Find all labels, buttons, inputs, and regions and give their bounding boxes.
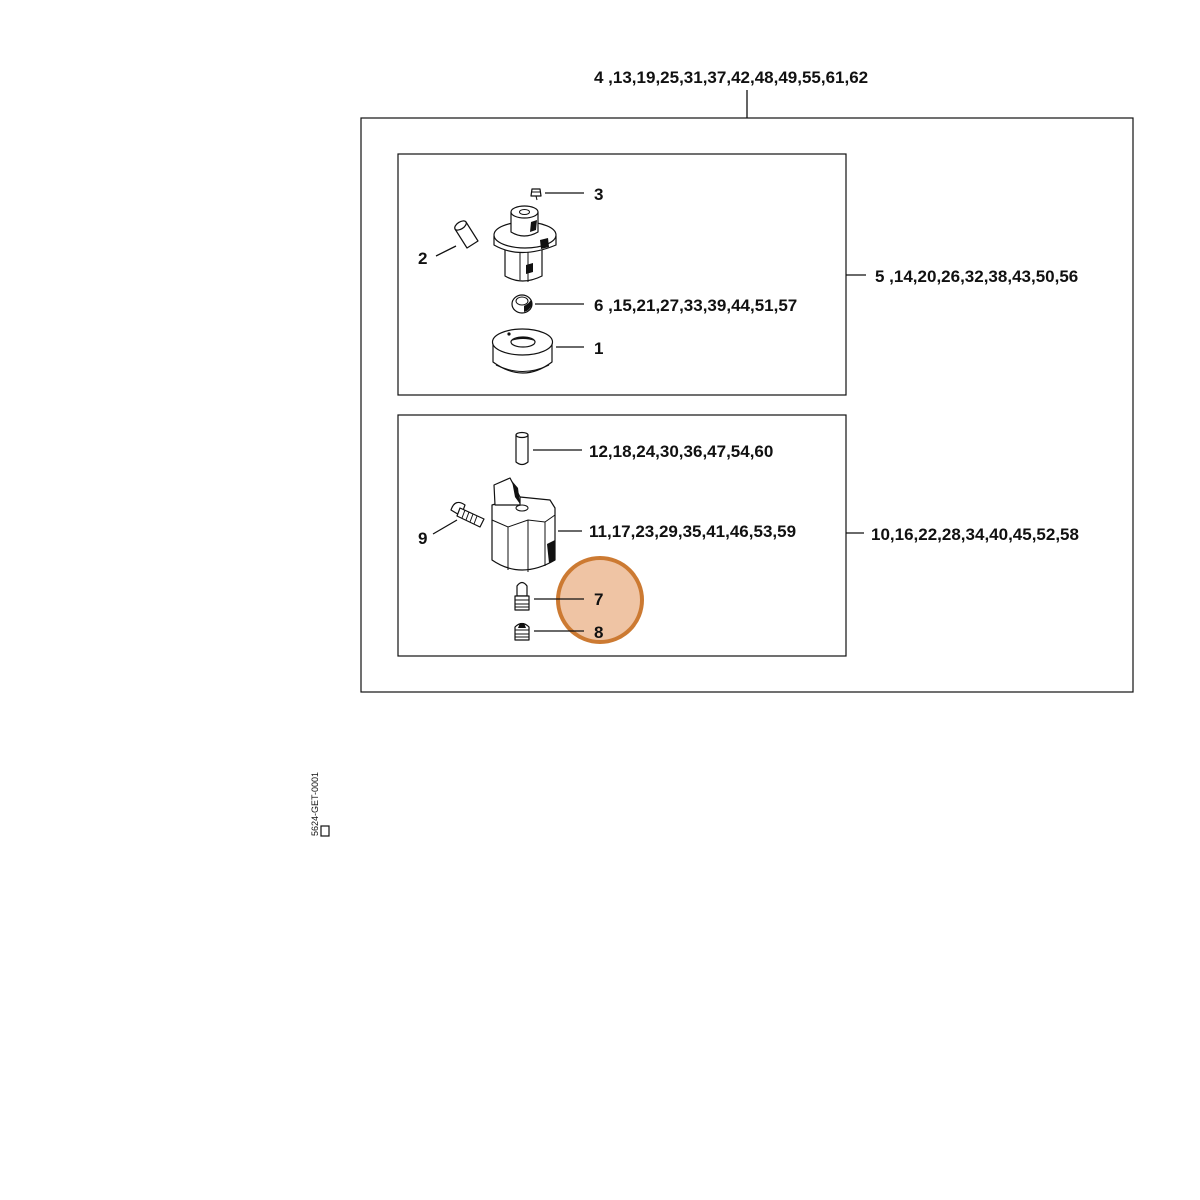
leader-part-9: [432, 519, 458, 535]
upper-group-frame: [397, 153, 847, 396]
leader-part-2: [435, 245, 457, 257]
label-part-6[interactable]: 6 ,15,21,27,33,39,44,51,57: [594, 296, 797, 315]
pin-icon[interactable]: [515, 431, 529, 466]
carburetor-body-icon[interactable]: [493, 205, 557, 282]
label-part-2[interactable]: 2: [418, 249, 427, 268]
label-part-12[interactable]: 12,18,24,30,36,47,54,60: [589, 442, 773, 461]
label-part-1[interactable]: 1: [594, 339, 603, 358]
lower-group: 10,16,22,28,34,40,45,52,58 12,18,24,30,3…: [397, 414, 1079, 657]
screw-icon[interactable]: [450, 501, 485, 528]
adjusting-screw-icon[interactable]: [514, 581, 530, 611]
document-id-text: 5624-GET-0001: [310, 772, 320, 836]
pin-icon[interactable]: [453, 219, 479, 249]
label-upper-group[interactable]: 5 ,14,20,26,32,38,43,50,56: [875, 267, 1078, 286]
upper-group: 5 ,14,20,26,32,38,43,50,56 3 2: [397, 153, 1078, 396]
label-assembly-top[interactable]: 4 ,13,19,25,31,37,42,48,49,55,61,62: [594, 68, 868, 87]
label-part-11[interactable]: 11,17,23,29,35,41,46,53,59: [589, 522, 796, 541]
label-lower-group[interactable]: 10,16,22,28,34,40,45,52,58: [871, 525, 1079, 544]
label-part-8[interactable]: 8: [594, 623, 603, 642]
highlight-part-7: [556, 556, 644, 644]
document-id: 5624-GET-0001: [310, 772, 330, 837]
label-part-3[interactable]: 3: [594, 185, 603, 204]
cap-icon[interactable]: [491, 328, 554, 374]
set-screw-icon[interactable]: [530, 188, 542, 201]
lever-icon[interactable]: [491, 477, 556, 572]
adjusting-screw-icon[interactable]: [514, 622, 530, 641]
lower-group-frame: [397, 414, 847, 657]
rubber-plug-icon[interactable]: [511, 294, 533, 314]
outer-assembly-frame: [360, 117, 1134, 693]
label-part-7[interactable]: 7: [594, 590, 603, 609]
label-part-9[interactable]: 9: [418, 529, 427, 548]
